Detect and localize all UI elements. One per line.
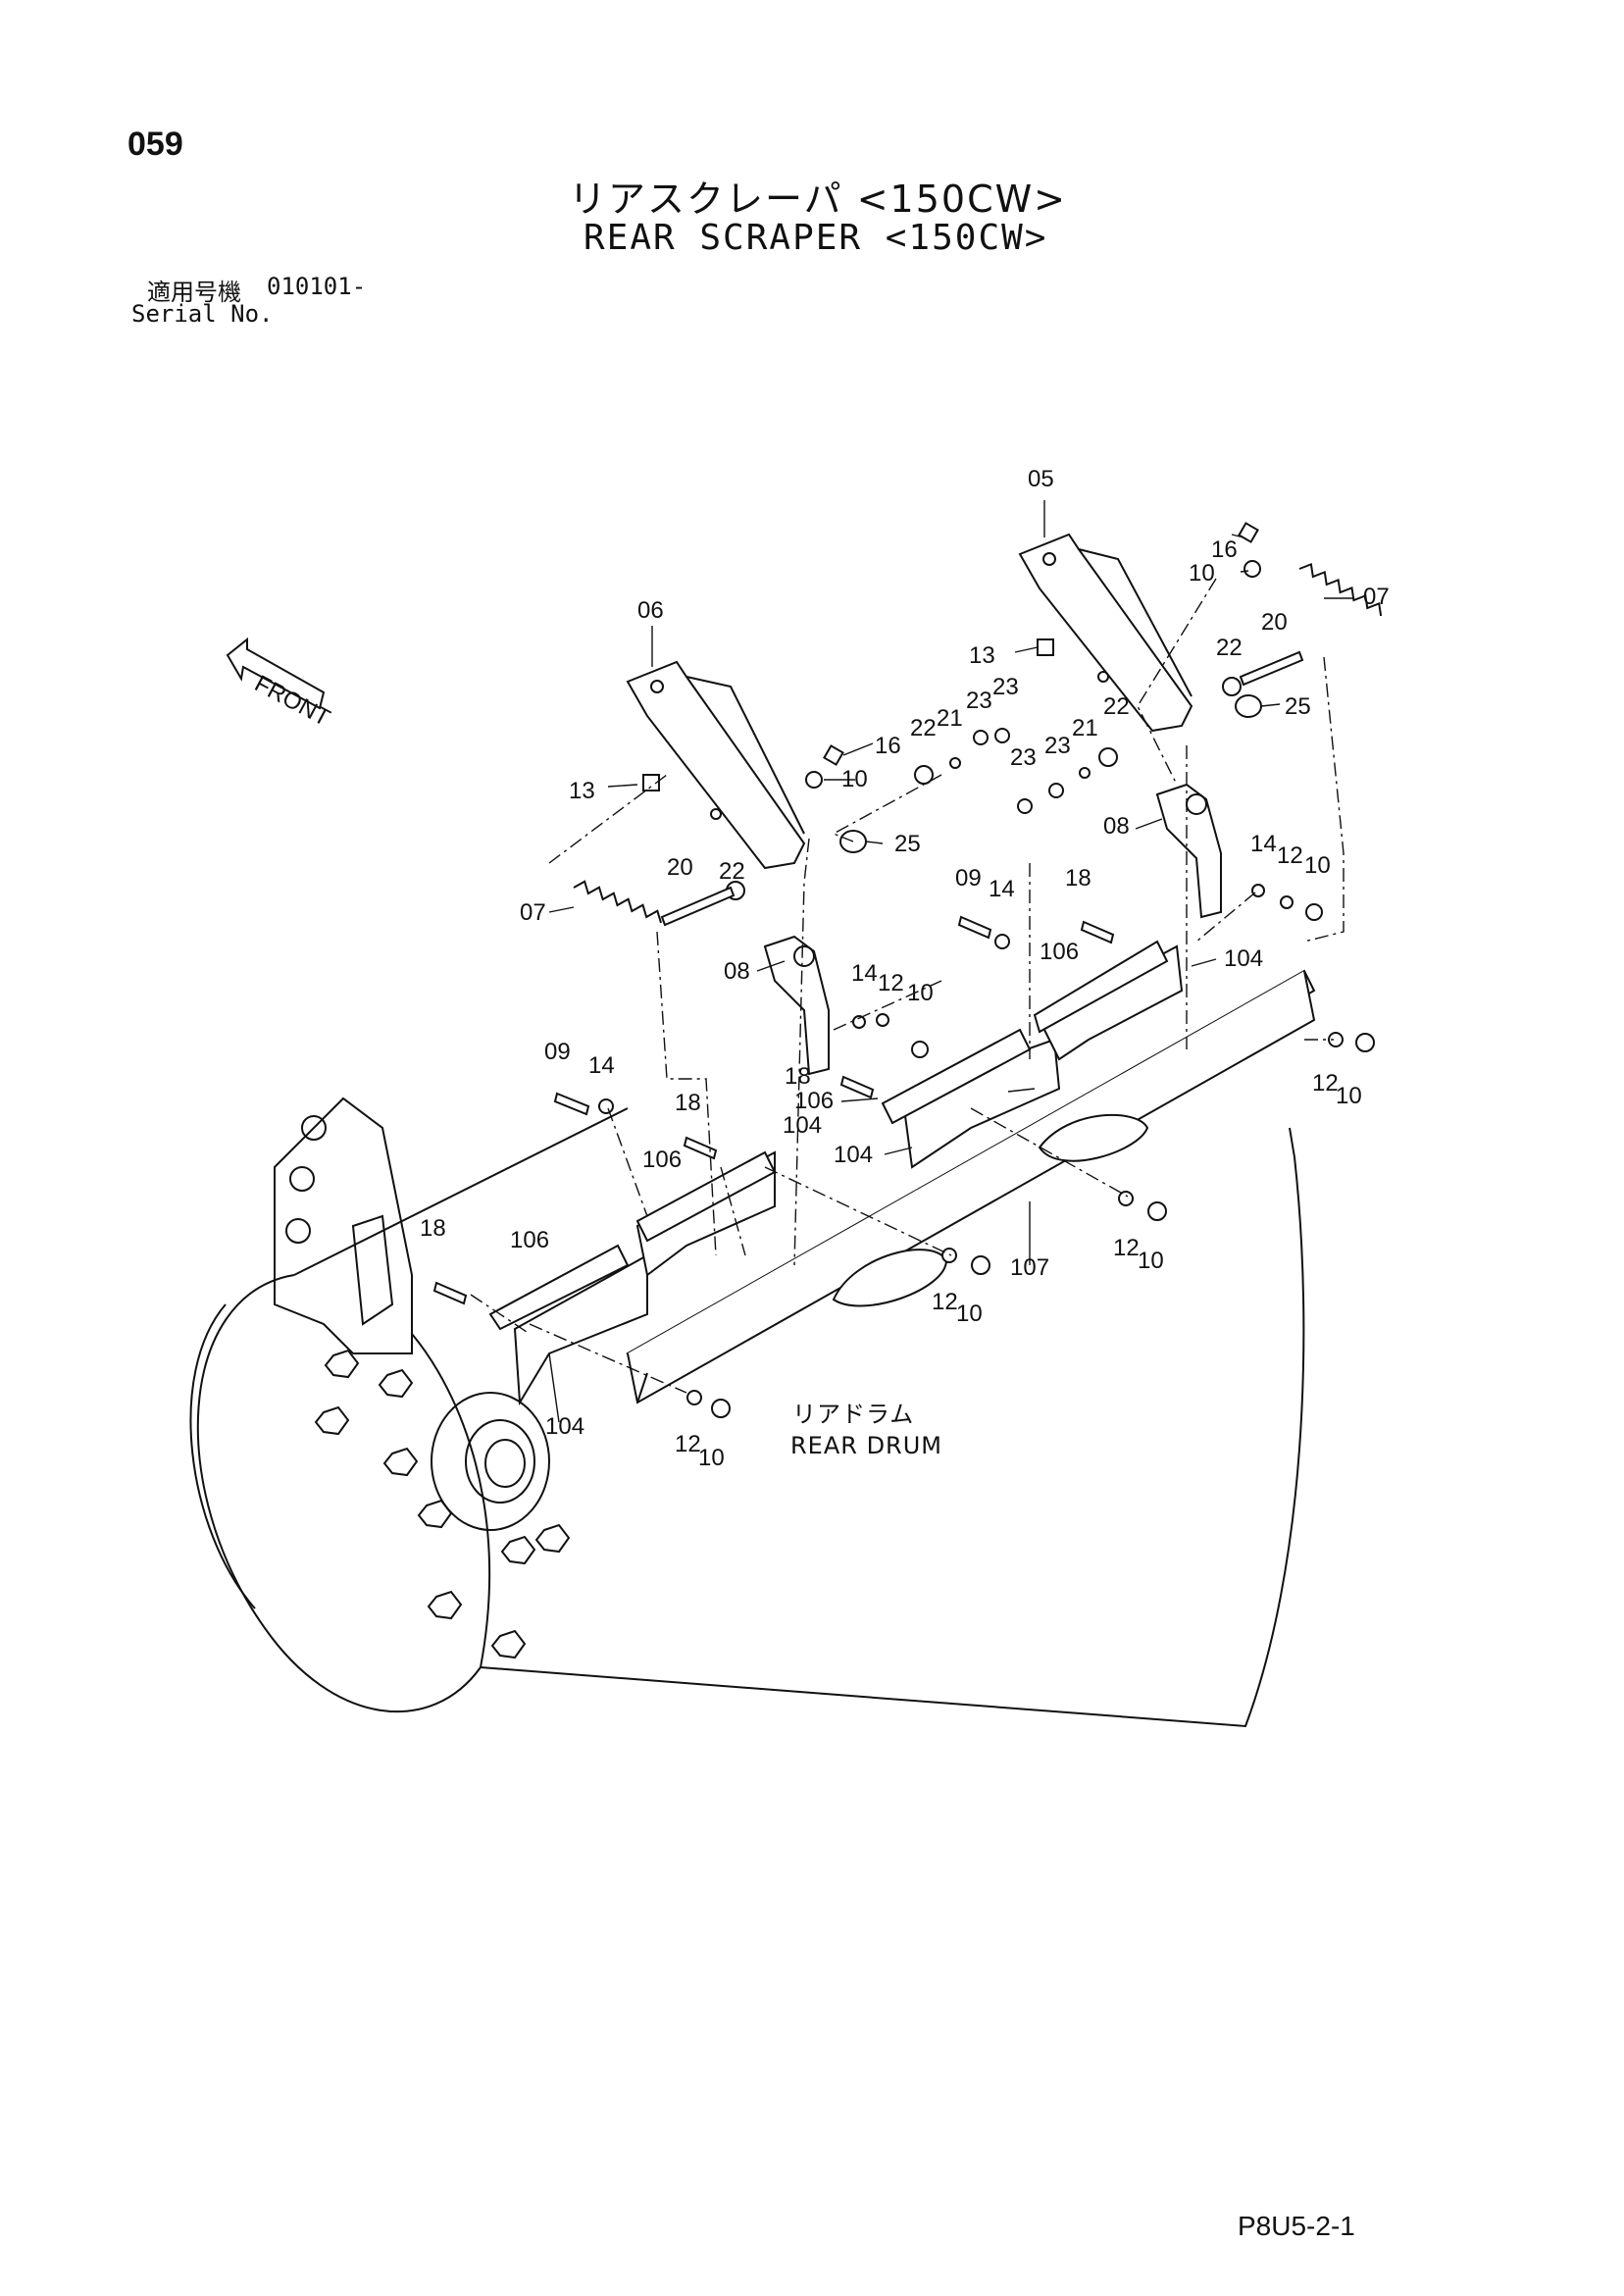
serial-label-japanese: 適用号機 [147, 279, 241, 306]
serial-value: 010101- [267, 273, 367, 300]
title-japanese: リアスクレーパ <150CW> [569, 178, 1068, 221]
callout-106-b: 106 [794, 1088, 834, 1114]
callout-14-d: 14 [588, 1052, 615, 1079]
callout-14-c: 14 [851, 960, 878, 987]
callout-20-right: 20 [1261, 609, 1288, 636]
drum-label-english: REAR DRUM [790, 1432, 942, 1459]
page-number: 059 [127, 126, 183, 163]
callout-10-e: 10 [1336, 1083, 1362, 1109]
callout-22-c: 22 [910, 715, 937, 741]
scraper-beam-107 [626, 969, 1316, 1404]
callout-106-c: 106 [642, 1147, 682, 1173]
bracket-06 [626, 660, 806, 870]
callout-09-right: 09 [955, 865, 982, 892]
title-english: REAR SCRAPER <150CW> [584, 218, 1048, 258]
callout-12-b: 12 [878, 970, 904, 996]
callout-10-d: 10 [907, 980, 934, 1006]
callout-13-left: 13 [569, 778, 595, 804]
rear-drum: リアドラム REAR DRUM [189, 1097, 1305, 1728]
callout-05: 05 [1028, 466, 1054, 492]
assembly-lines [470, 578, 1345, 1394]
callout-10-b: 10 [841, 766, 868, 792]
callout-07-right: 07 [1363, 584, 1390, 610]
callout-10-g: 10 [956, 1301, 983, 1327]
callout-25-right: 25 [1285, 693, 1311, 720]
callout-18-c: 18 [675, 1090, 701, 1116]
callout-08-left: 08 [724, 958, 750, 985]
callout-22-b: 22 [1103, 693, 1130, 720]
callout-23-c: 23 [966, 688, 992, 714]
callout-08-right: 08 [1103, 813, 1130, 840]
serial-label-english: Serial No. [131, 300, 274, 328]
callout-14-a: 14 [1250, 831, 1277, 857]
callout-12-c: 12 [1312, 1070, 1339, 1097]
callout-16-right: 16 [1211, 536, 1238, 563]
callout-10-h: 10 [698, 1445, 725, 1471]
hardware [432, 522, 1375, 1418]
front-arrow-icon: FRONT [226, 637, 334, 732]
callout-13-right: 13 [969, 642, 995, 669]
spring-07-left [573, 880, 662, 924]
callout-09-left: 09 [544, 1039, 571, 1065]
scraper-plates-106 [488, 940, 1169, 1331]
callout-23-b: 23 [1010, 744, 1037, 771]
callout-104-d: 104 [545, 1413, 584, 1440]
callout-12-a: 12 [1277, 842, 1303, 869]
callout-104-a: 104 [1224, 945, 1263, 972]
callout-14-b: 14 [989, 876, 1015, 902]
callout-07-left: 07 [520, 899, 546, 926]
callout-12-d: 12 [1113, 1235, 1140, 1261]
front-arrow-label: FRONT [250, 670, 334, 732]
callout-104-b: 104 [783, 1112, 822, 1139]
callout-22-a: 22 [1216, 635, 1243, 661]
callout-10-top: 10 [1189, 560, 1215, 587]
callout-107: 107 [1010, 1254, 1049, 1281]
hinge-08-right [1155, 783, 1222, 919]
callout-25-left: 25 [894, 831, 921, 857]
callout-10-f: 10 [1138, 1248, 1164, 1274]
callout-10-c: 10 [1304, 852, 1331, 879]
callout-106-d: 106 [510, 1227, 549, 1253]
callout-12-f: 12 [675, 1431, 701, 1457]
scraper-blades-104 [513, 944, 1184, 1406]
callout-18-a: 18 [1065, 865, 1091, 892]
callout-20-left: 20 [667, 854, 693, 881]
callout-21-right: 21 [1072, 715, 1098, 741]
callout-22-d: 22 [719, 858, 745, 885]
callout-16-left: 16 [875, 733, 901, 759]
callout-106-a: 106 [1040, 939, 1079, 965]
callout-18-d: 18 [420, 1215, 446, 1242]
callout-06: 06 [637, 597, 664, 624]
callout-18-b: 18 [785, 1063, 811, 1090]
callout-23-a: 23 [1044, 733, 1071, 759]
callout-12-e: 12 [932, 1289, 958, 1315]
document-code: P8U5-2-1 [1238, 2211, 1355, 2241]
drum-label-japanese: リアドラム [792, 1401, 914, 1428]
callout-23-d: 23 [992, 674, 1019, 700]
hinge-08-left [763, 935, 830, 1076]
leader-lines [548, 500, 1353, 1423]
callout-104-c: 104 [834, 1142, 873, 1168]
callout-21-left: 21 [937, 705, 963, 732]
bracket-05 [1018, 533, 1193, 733]
callouts: 05 06 07 07 08 08 09 09 16 10 13 13 20 2… [420, 466, 1390, 1471]
spring-07-right [1298, 562, 1383, 617]
